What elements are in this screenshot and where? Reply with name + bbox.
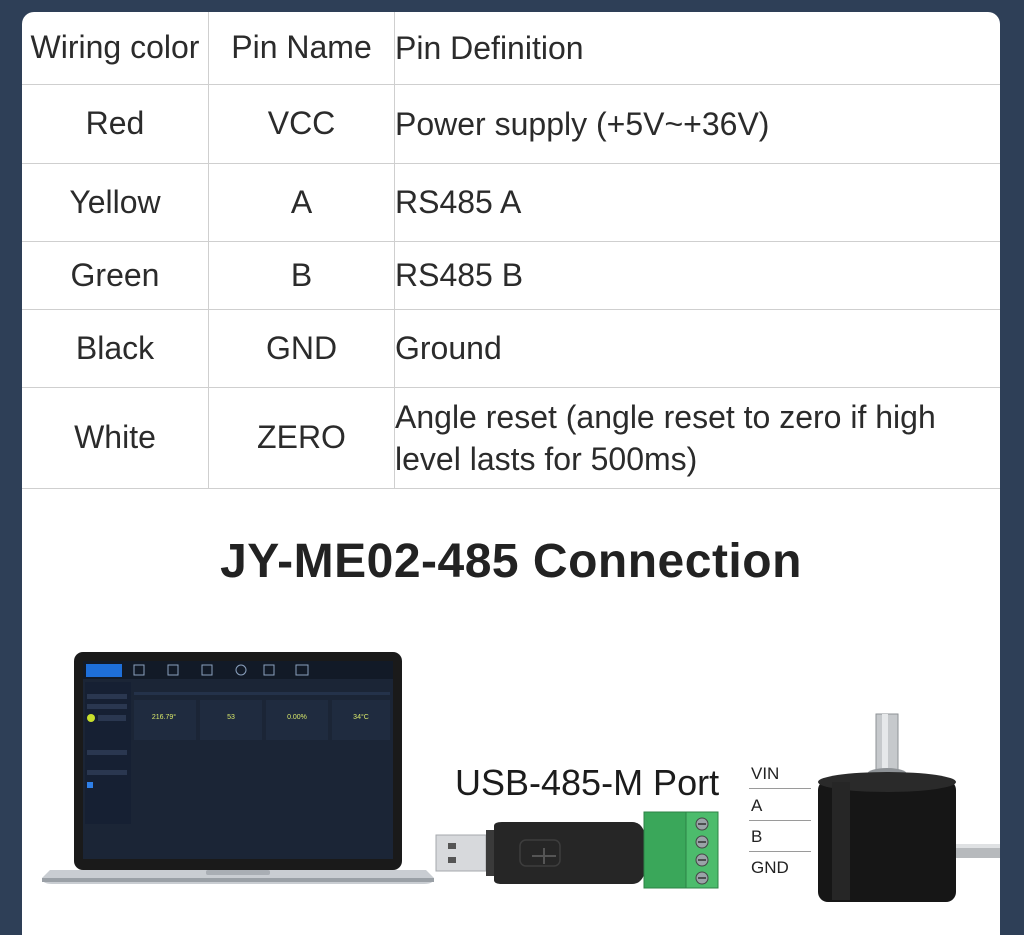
table-row: Red VCC Power supply (+5V~+36V)	[22, 83, 1000, 164]
reading-count: 53	[227, 714, 235, 721]
section-title: JY-ME02-485 Connection	[220, 535, 802, 588]
cell-definition: RS485 A	[394, 162, 1000, 242]
cell-pin: GND	[208, 308, 395, 388]
table-row: Green B RS485 B	[22, 240, 1000, 310]
cell-color: Green	[22, 240, 209, 310]
cell-definition: RS485 B	[394, 240, 1000, 310]
table-row: White ZERO Angle reset (angle reset to z…	[22, 386, 1000, 489]
port-label: USB-485-M Port	[455, 762, 720, 803]
terminal-label-gnd: GND	[751, 858, 789, 877]
cell-definition: Ground	[394, 308, 1000, 388]
table-row: Yellow A RS485 A	[22, 162, 1000, 242]
header-pin-name: Pin Name	[208, 12, 395, 85]
terminal-label-vin: VIN	[749, 764, 811, 789]
header-pin-definition: Pin Definition	[394, 12, 1000, 85]
terminal-label-a: A	[749, 796, 811, 821]
cell-color: Red	[22, 83, 209, 164]
cell-definition: Power supply (+5V~+36V)	[394, 83, 1000, 164]
cell-definition: Angle reset (angle reset to zero if high…	[394, 386, 1000, 489]
cell-pin: ZERO	[208, 386, 395, 489]
cell-color: Yellow	[22, 162, 209, 242]
table-header-row: Wiring color Pin Name Pin Definition	[22, 12, 1000, 85]
terminal-label-b: B	[749, 827, 811, 852]
terminal-block-icon	[643, 811, 719, 889]
pin-table: Wiring color Pin Name Pin Definition Red…	[22, 12, 1000, 489]
cell-pin: B	[208, 240, 395, 310]
reading-percent: 0.00%	[287, 714, 307, 721]
encoder-sensor-illustration	[818, 713, 1000, 902]
cell-color: White	[22, 386, 209, 489]
reading-temperature: 34°C	[353, 713, 369, 721]
header-wiring-color: Wiring color	[22, 12, 209, 85]
cell-color: Black	[22, 308, 209, 388]
cell-pin: A	[208, 162, 395, 242]
table-row: Black GND Ground	[22, 308, 1000, 388]
laptop-illustration: 216.79° 53 0.00% 34°C	[42, 652, 434, 884]
reading-angle: 216.79°	[152, 713, 176, 721]
cell-pin: VCC	[208, 83, 395, 164]
content-card: Wiring color Pin Name Pin Definition Red…	[22, 12, 1000, 935]
